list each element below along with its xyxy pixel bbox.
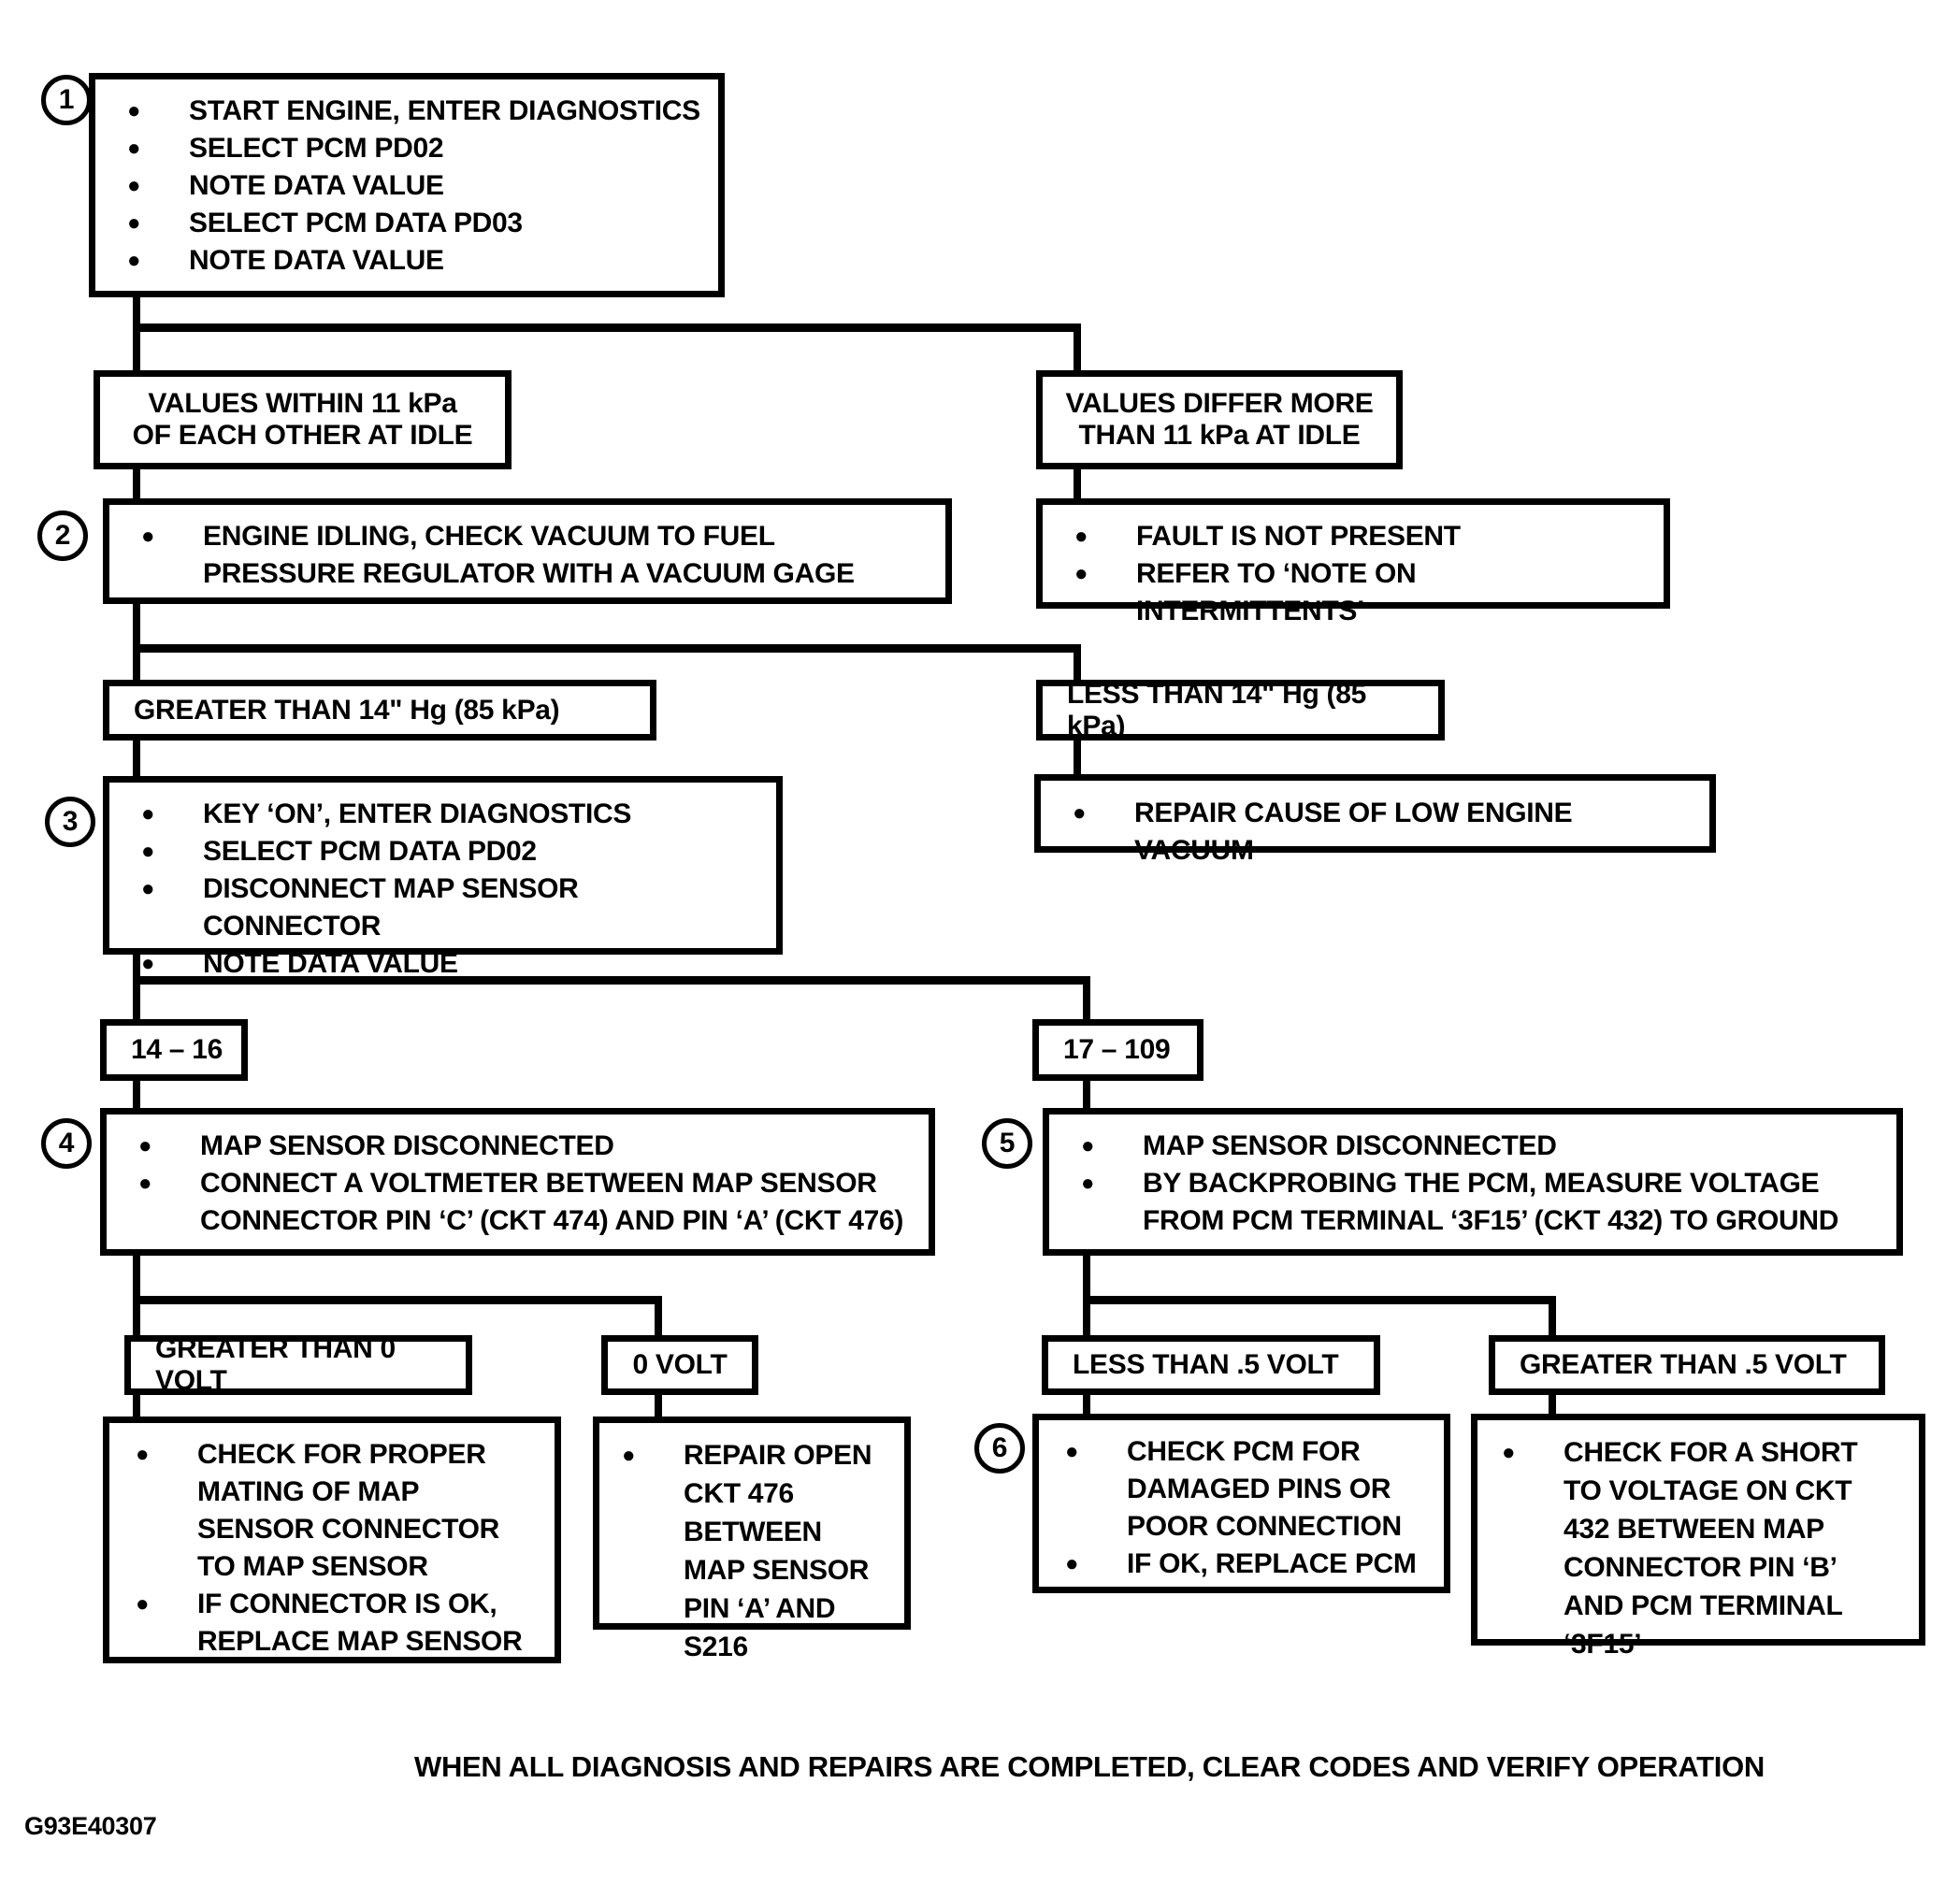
bullet-item: START ENGINE, ENTER DIAGNOSTICS [127, 93, 701, 130]
step-5-box: MAP SENSOR DISCONNECTED BY BACKPROBING T… [1043, 1108, 1903, 1256]
step-4-box: MAP SENSOR DISCONNECTED CONNECT A VOLTME… [100, 1108, 935, 1256]
decision-label: GREATER THAN 14" Hg (85 kPa) [134, 694, 560, 726]
connector-line [1074, 324, 1081, 372]
decision-label: GREATER THAN .5 VOLT [1520, 1349, 1847, 1380]
bullet-item: NOTE DATA VALUE [127, 167, 701, 205]
connector-line [133, 466, 140, 501]
bullet-item: IF OK, REPLACE PCM [1065, 1546, 1427, 1583]
step-5-badge: 5 [982, 1118, 1032, 1169]
connector-line [133, 294, 140, 372]
decision-range-17-109: 17 – 109 [1032, 1019, 1203, 1081]
step-4-badge: 4 [41, 1118, 92, 1169]
decision-label: 17 – 109 [1063, 1034, 1171, 1065]
bullet-item: SELECT PCM PD02 [127, 130, 701, 167]
decision-label: 14 – 16 [131, 1034, 223, 1065]
connector-line [1083, 1391, 1090, 1417]
connector-line [1074, 644, 1081, 683]
step-2-box: ENGINE IDLING, CHECK VACUUM TO FUEL PRES… [103, 498, 952, 604]
bullet-item: MAP SENSOR DISCONNECTED [138, 1128, 912, 1165]
decision-0-volt: 0 VOLT [601, 1335, 758, 1395]
check-short-ckt432-box: CHECK FOR A SHORT TO VOLTAGE ON CKT 432 … [1471, 1414, 1925, 1660]
connector-line [133, 1391, 140, 1419]
bullet-item: IF CONNECTOR IS OK, REPLACE MAP SENSOR [136, 1586, 538, 1661]
step-6-box: CHECK PCM FOR DAMAGED PINS OR POOR CONNE… [1032, 1414, 1450, 1593]
bullet-item: CHECK FOR PROPER MATING OF MAP SENSOR CO… [136, 1436, 538, 1586]
bullet-item: REFER TO ‘NOTE ON INTERMITTENTS’ [1074, 555, 1647, 630]
bullet-item: ENGINE IDLING, CHECK VACUUM TO FUEL PRES… [141, 518, 929, 593]
connector-line [1549, 1296, 1556, 1339]
bullet-item: MAP SENSOR DISCONNECTED [1081, 1128, 1880, 1165]
step-2-badge: 2 [37, 511, 88, 561]
bullet-item: CHECK PCM FOR DAMAGED PINS OR POOR CONNE… [1065, 1433, 1427, 1546]
connector-line [1083, 1296, 1556, 1304]
decision-greater-14: GREATER THAN 14" Hg (85 kPa) [103, 680, 656, 741]
bullet-item: SELECT PCM DATA PD03 [127, 205, 701, 242]
connector-line [1083, 976, 1090, 1023]
bullet-item: KEY ‘ON’, ENTER DIAGNOSTICS [141, 796, 759, 833]
connector-line [133, 1296, 662, 1304]
connector-line [1074, 737, 1081, 778]
connector-line [1083, 1252, 1090, 1339]
bullet-item: BY BACKPROBING THE PCM, MEASURE VOLTAGE … [1081, 1165, 1880, 1240]
fault-not-present-box: FAULT IS NOT PRESENT REFER TO ‘NOTE ON I… [1036, 498, 1670, 626]
decision-line: VALUES DIFFER MORE [1065, 388, 1374, 419]
decision-values-within: VALUES WITHIN 11 kPa OF EACH OTHER AT ID… [94, 370, 512, 469]
connector-line [133, 601, 140, 683]
decision-range-14-16: 14 – 16 [100, 1019, 248, 1081]
repair-low-vacuum-box: REPAIR CAUSE OF LOW ENGINE VACUUM [1034, 774, 1716, 866]
repair-open-ckt476-box: REPAIR OPEN CKT 476 BETWEEN MAP SENSOR P… [593, 1417, 911, 1662]
step-1-box: START ENGINE, ENTER DIAGNOSTICS SELECT P… [89, 73, 725, 297]
bullet-item: DISCONNECT MAP SENSOR CONNECTOR [141, 870, 759, 945]
footer-note: WHEN ALL DIAGNOSIS AND REPAIRS ARE COMPL… [413, 1750, 1765, 1783]
connector-line [655, 1391, 662, 1419]
step-3-badge: 3 [45, 797, 95, 847]
decision-label: GREATER THAN 0 VOLT [155, 1333, 396, 1396]
decision-label: LESS THAN 14" Hg (85 kPa) [1067, 678, 1366, 741]
step-6-badge: 6 [974, 1423, 1025, 1474]
connector-line [655, 1296, 662, 1339]
decision-label: 0 VOLT [632, 1349, 728, 1380]
bullet-item: REPAIR CAUSE OF LOW ENGINE VACUUM [1073, 795, 1693, 870]
figure-code: G93E40307 [24, 1812, 157, 1840]
bullet-item: CONNECT A VOLTMETER BETWEEN MAP SENSOR C… [138, 1165, 912, 1240]
decision-less-05-volt: LESS THAN .5 VOLT [1042, 1335, 1380, 1395]
step-1-badge: 1 [41, 75, 92, 125]
decision-label: LESS THAN .5 VOLT [1073, 1349, 1339, 1380]
step-3-box: KEY ‘ON’, ENTER DIAGNOSTICS SELECT PCM D… [103, 776, 783, 979]
decision-greater-0-volt: GREATER THAN 0 VOLT [124, 1333, 472, 1396]
decision-line: OF EACH OTHER AT IDLE [132, 420, 473, 451]
decision-less-14: LESS THAN 14" Hg (85 kPa) [1036, 678, 1445, 741]
connector-line [133, 1077, 140, 1112]
connector-line [133, 950, 140, 1023]
bullet-item: SELECT PCM DATA PD02 [141, 833, 759, 870]
connector-line [133, 737, 140, 780]
connector-line [133, 644, 1081, 653]
check-mating-box: CHECK FOR PROPER MATING OF MAP SENSOR CO… [103, 1417, 561, 1663]
bullet-item: CHECK FOR A SHORT TO VOLTAGE ON CKT 432 … [1502, 1433, 1902, 1663]
connector-line [1549, 1391, 1556, 1417]
connector-line [133, 1252, 140, 1339]
decision-greater-05-volt: GREATER THAN .5 VOLT [1489, 1335, 1885, 1395]
decision-line: VALUES WITHIN 11 kPa [148, 388, 457, 419]
decision-values-differ: VALUES DIFFER MORE THAN 11 kPa AT IDLE [1036, 370, 1403, 469]
bullet-item: FAULT IS NOT PRESENT [1074, 518, 1647, 555]
bullet-item: REPAIR OPEN CKT 476 BETWEEN MAP SENSOR P… [622, 1436, 887, 1666]
connector-line [1074, 466, 1081, 501]
connector-line [133, 324, 1081, 332]
bullet-item: NOTE DATA VALUE [141, 945, 759, 983]
bullet-item: NOTE DATA VALUE [127, 242, 701, 280]
connector-line [1083, 1077, 1090, 1112]
decision-line: THAN 11 kPa AT IDLE [1078, 420, 1361, 451]
